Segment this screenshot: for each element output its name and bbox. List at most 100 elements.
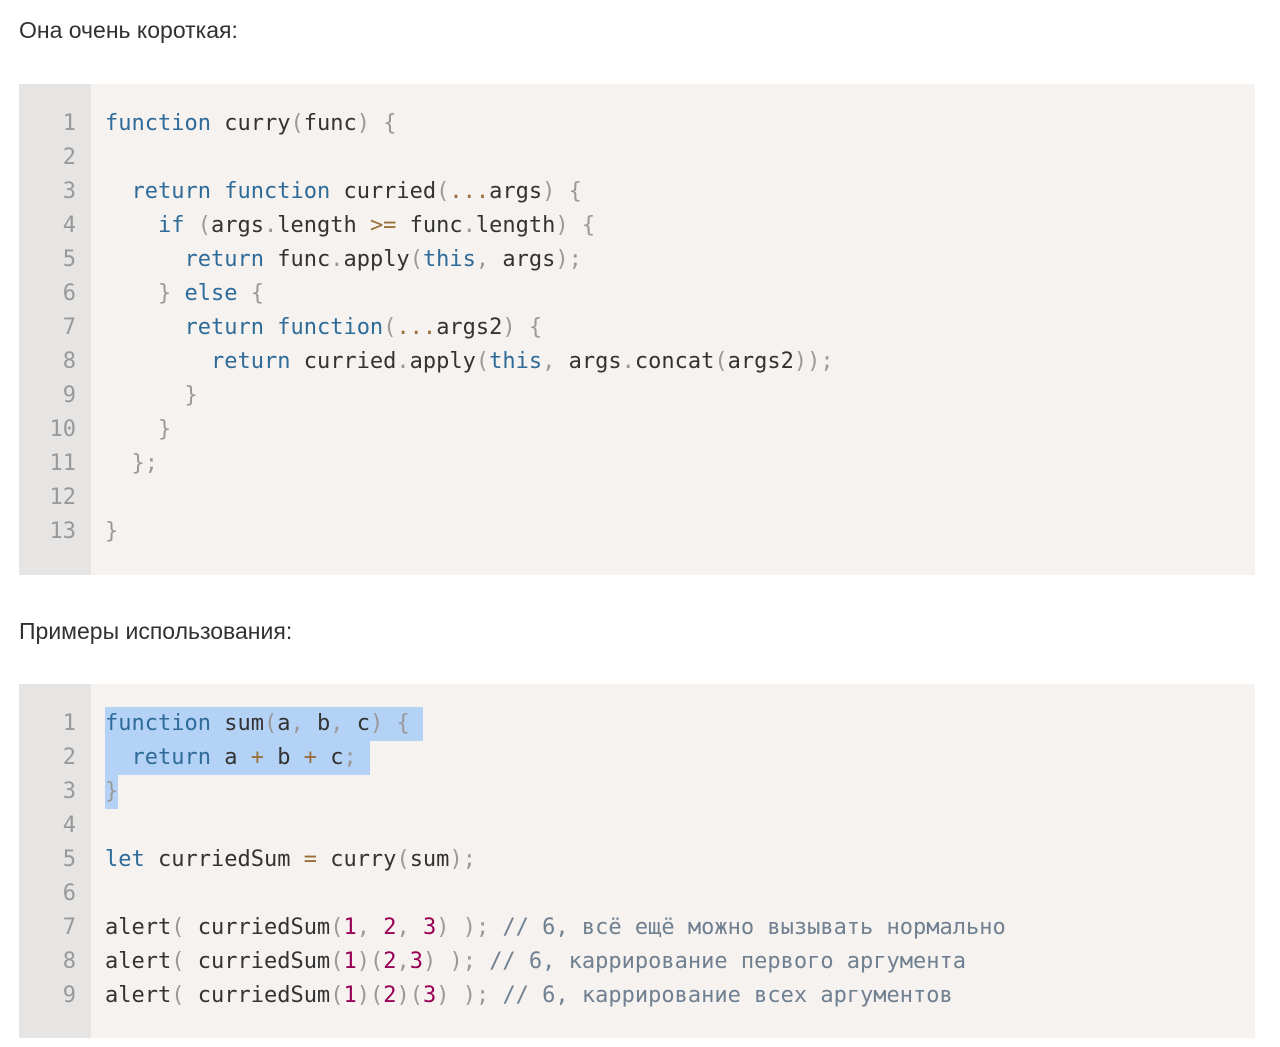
line-number: 4 <box>62 213 76 238</box>
code-token-plain: c <box>316 745 344 770</box>
code-line: 5 return func.apply(this, args); <box>19 243 1255 277</box>
code-token-plain: apply <box>343 247 410 272</box>
line-number: 6 <box>62 281 76 306</box>
code-token-punct: ( <box>436 179 450 204</box>
code-token-plain <box>105 315 184 340</box>
code-token-punct: { <box>528 315 543 340</box>
code-token-plain <box>105 213 158 238</box>
code-line: 8 return curried.apply(this, args.concat… <box>19 345 1255 379</box>
code-token-comment: // 6, всё ещё можно вызывать нормально <box>502 915 1006 940</box>
code-token-number: 3 <box>422 915 437 940</box>
code-line: 9 } <box>19 379 1255 413</box>
code-token-operator: + <box>303 745 317 770</box>
code-token-plain: curried <box>290 349 397 374</box>
code-token-punct: ) <box>422 949 437 974</box>
line-source: return func.apply(this, args); <box>105 243 581 277</box>
code-token-punct: , <box>290 711 304 736</box>
code-token-punct: ) <box>807 349 821 374</box>
code-token-punct: ( <box>290 111 304 136</box>
code-token-plain: curried <box>330 179 437 204</box>
code-token-punct: ; <box>820 349 834 374</box>
usage-paragraph: Примеры использования: <box>19 618 293 644</box>
code-token-punct: ; <box>475 915 490 940</box>
code-token-punct: ) <box>449 949 463 974</box>
code-token-plain: curry <box>316 847 397 872</box>
line-number: 5 <box>62 847 76 872</box>
code-token-number: 2 <box>383 915 397 940</box>
code-token-plain: a <box>277 711 291 736</box>
code-token-plain <box>264 315 277 340</box>
code-token-punct: } <box>157 417 172 442</box>
code-token-punct: ( <box>369 983 384 1008</box>
code-token-plain <box>410 711 423 736</box>
code-token-plain: c <box>343 711 370 736</box>
code-token-punct: , <box>356 915 370 940</box>
code-token-plain <box>436 949 449 974</box>
code-token-plain <box>105 349 211 374</box>
code-token-plain: apply <box>409 349 476 374</box>
line-source: function sum(a, b, c) { <box>105 707 423 741</box>
code-token-plain <box>370 111 383 136</box>
line-source: } <box>105 515 118 549</box>
code-token-punct: ) <box>555 247 569 272</box>
code-token-punct: ( <box>383 315 397 340</box>
code-token-plain: args <box>555 349 622 374</box>
code-token-punct: ) <box>462 983 476 1008</box>
code-token-punct: ) <box>449 847 463 872</box>
line-source: return function(...args2) { <box>105 311 542 345</box>
code-line: 1 function sum(a, b, c) { <box>19 707 1255 741</box>
code-token-number: 2 <box>383 949 397 974</box>
code-token-plain: curriedSum <box>184 949 331 974</box>
line-source: }; <box>105 447 159 481</box>
code-token-operator: ... <box>396 315 437 340</box>
code-token-comment: // 6, каррирование первого аргумента <box>489 949 967 974</box>
code-token-plain <box>105 179 132 204</box>
code-token-plain: alert <box>105 949 172 974</box>
line-number: 1 <box>62 711 76 736</box>
code-token-keyword: function <box>105 111 211 136</box>
code-token-punct: ) <box>436 983 450 1008</box>
code-token-punct: ( <box>171 915 185 940</box>
code-token-keyword: function <box>105 711 211 736</box>
code-token-punct: ) <box>436 915 450 940</box>
line-number: 5 <box>62 247 76 272</box>
line-source: return curried.apply(this, args.concat(a… <box>105 345 834 379</box>
code-token-keyword: return <box>184 315 264 340</box>
line-number: 12 <box>49 485 77 510</box>
code-token-punct: ( <box>409 247 423 272</box>
code-token-plain <box>383 711 396 736</box>
code-token-plain: func <box>303 111 357 136</box>
line-source: } <box>105 775 119 809</box>
code-token-plain: sum <box>409 847 450 872</box>
code-token-punct: ( <box>330 949 344 974</box>
code-token-plain: func <box>263 247 331 272</box>
line-number: 7 <box>62 915 76 940</box>
code-token-plain <box>489 983 502 1008</box>
code-token-punct: ( <box>330 983 344 1008</box>
code-token-punct: ( <box>409 983 423 1008</box>
code-token-comment: // 6, каррирование всех аргументов <box>502 983 953 1008</box>
code-token-plain: args2 <box>436 315 503 340</box>
line-number: 7 <box>62 315 76 340</box>
code-token-punct: . <box>621 349 635 374</box>
code-token-punct: . <box>396 349 410 374</box>
code-token-punct: ( <box>396 847 410 872</box>
code-token-punct: , <box>396 915 410 940</box>
code-token-keyword: return <box>131 179 211 204</box>
code-token-punct: ; <box>475 983 490 1008</box>
line-number: 13 <box>49 519 77 544</box>
code-token-plain <box>211 179 224 204</box>
code-token-keyword: return <box>210 349 291 374</box>
code-token-punct: { <box>581 213 596 238</box>
code-token-plain <box>449 915 462 940</box>
code-token-plain <box>171 281 184 306</box>
code-line: 2 <box>19 141 1255 175</box>
code-token-plain: b <box>263 745 304 770</box>
code-token-keyword: else <box>184 281 238 306</box>
code-line: 10 } <box>19 413 1255 447</box>
